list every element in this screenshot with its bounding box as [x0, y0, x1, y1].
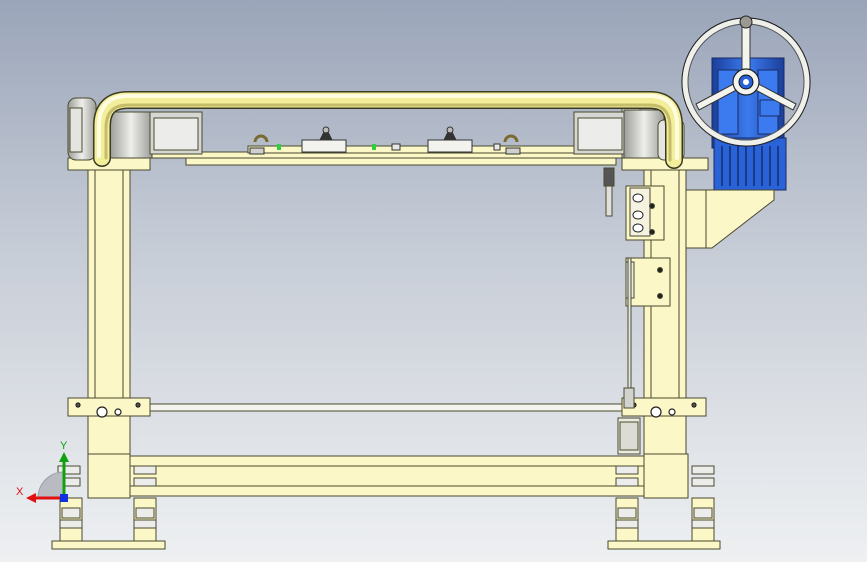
fixture-clamps — [249, 126, 521, 155]
handwheel[interactable] — [681, 15, 811, 147]
sensor-bracket — [603, 167, 671, 307]
linkage-shaft — [617, 257, 641, 455]
fixture-plate — [149, 145, 623, 166]
gearbox-bracket — [685, 189, 775, 249]
left-bearing-block — [67, 97, 203, 161]
x-axis-label: X — [16, 486, 24, 498]
middle-tie-rod — [149, 403, 623, 412]
axis-triad — [26, 452, 69, 503]
mounting-holes — [75, 402, 697, 418]
left-column — [67, 157, 151, 499]
bottom-cross-beam — [129, 455, 645, 497]
handrail-tube — [93, 91, 683, 169]
y-axis-label: Y — [60, 440, 68, 452]
leveling-feet — [57, 465, 715, 529]
